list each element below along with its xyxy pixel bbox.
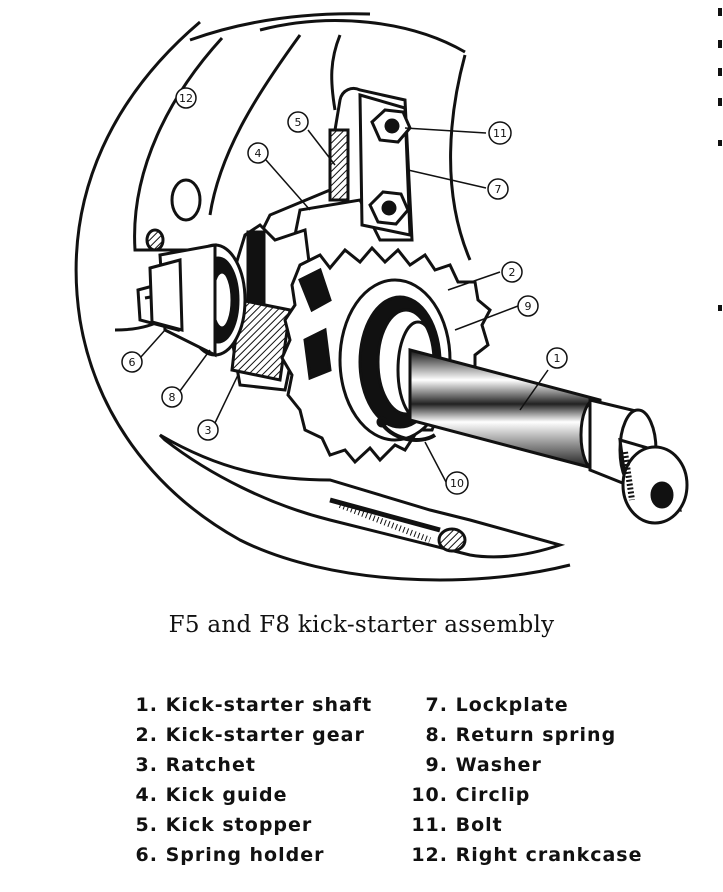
svg-text:8: 8	[169, 391, 176, 404]
legend-label: Kick stopper	[165, 814, 313, 836]
svg-text:9: 9	[525, 300, 532, 313]
legend-item: 7. Lockplate	[400, 690, 643, 720]
case-holes	[145, 178, 202, 252]
callout-1: 1	[546, 347, 568, 369]
callout-6: 6	[121, 351, 143, 373]
legend-number: 10.	[411, 784, 448, 806]
legend-label: Spring holder	[165, 844, 325, 866]
legend-item: 4. Kick guide	[110, 780, 372, 810]
legend-item: 1. Kick-starter shaft	[110, 690, 372, 720]
legend-label: Return spring	[455, 724, 617, 746]
legend-item: 10. Circlip	[400, 780, 643, 810]
callout-4: 4	[247, 142, 269, 164]
callout-2: 2	[501, 261, 523, 283]
parts-legend-right: 7. Lockplate 8. Return spring 9. Washer …	[400, 690, 643, 870]
kick-starter-illustration: 12 5 4 11 7 2 9 1 6 8 3 10	[74, 12, 689, 582]
callout-10: 10	[445, 471, 469, 495]
legend-label: Right crankcase	[455, 844, 643, 866]
legend-item: 9. Washer	[400, 750, 643, 780]
svg-text:5: 5	[295, 116, 302, 129]
legend-number: 3.	[135, 754, 158, 776]
shaft-left-tip	[148, 258, 184, 332]
callout-9: 9	[517, 295, 539, 317]
callout-8: 8	[161, 386, 183, 408]
legend-label: Kick guide	[165, 784, 288, 806]
legend-label: Washer	[455, 754, 542, 776]
legend-label: Kick-starter gear	[165, 724, 365, 746]
legend-item: 5. Kick stopper	[110, 810, 372, 840]
legend-number: 4.	[135, 784, 158, 806]
scan-edge-marks	[718, 8, 722, 311]
svg-text:12: 12	[179, 92, 193, 105]
right-crankcase-shell	[74, 12, 571, 582]
legend-number: 5.	[135, 814, 158, 836]
legend-number: 11.	[411, 814, 448, 836]
svg-text:11: 11	[493, 127, 507, 140]
callout-12: 12	[175, 87, 197, 109]
legend-number: 2.	[135, 724, 158, 746]
legend-item: 6. Spring holder	[110, 840, 372, 870]
svg-text:10: 10	[450, 477, 464, 490]
legend-label: Ratchet	[165, 754, 256, 776]
legend-number: 6.	[135, 844, 158, 866]
legend-item: 8. Return spring	[400, 720, 643, 750]
legend-item: 3. Ratchet	[110, 750, 372, 780]
kick-starter-shaft	[408, 348, 689, 525]
legend-label: Bolt	[455, 814, 503, 836]
svg-text:1: 1	[554, 352, 561, 365]
legend-item: 11. Bolt	[400, 810, 643, 840]
bolt-lower	[368, 190, 410, 226]
svg-text:3: 3	[205, 424, 212, 437]
legend-number: 12.	[411, 844, 448, 866]
crankcase-flange	[114, 299, 566, 559]
svg-text:6: 6	[129, 356, 136, 369]
svg-text:4: 4	[255, 147, 262, 160]
legend-item: 2. Kick-starter gear	[110, 720, 372, 750]
callout-3: 3	[197, 419, 219, 441]
callout-11: 11	[488, 121, 512, 145]
legend-number: 8.	[425, 724, 448, 746]
figure-caption: F5 and F8 kick-starter assembly	[168, 612, 555, 638]
legend-number: 9.	[425, 754, 448, 776]
legend-label: Circlip	[455, 784, 531, 806]
legend-label: Lockplate	[455, 694, 569, 716]
legend-item: 12. Right crankcase	[400, 840, 643, 870]
svg-text:7: 7	[495, 183, 502, 196]
parts-legend-left: 1. Kick-starter shaft 2. Kick-starter ge…	[110, 690, 372, 870]
leader-lines	[139, 127, 549, 483]
legend-number: 1.	[135, 694, 158, 716]
legend-label: Kick-starter shaft	[165, 694, 373, 716]
spring-holder	[136, 243, 247, 358]
kick-stopper-assembly	[247, 86, 414, 257]
svg-text:2: 2	[509, 266, 516, 279]
callout-5: 5	[287, 111, 309, 133]
legend-number: 7.	[425, 694, 448, 716]
callout-7: 7	[487, 178, 509, 200]
